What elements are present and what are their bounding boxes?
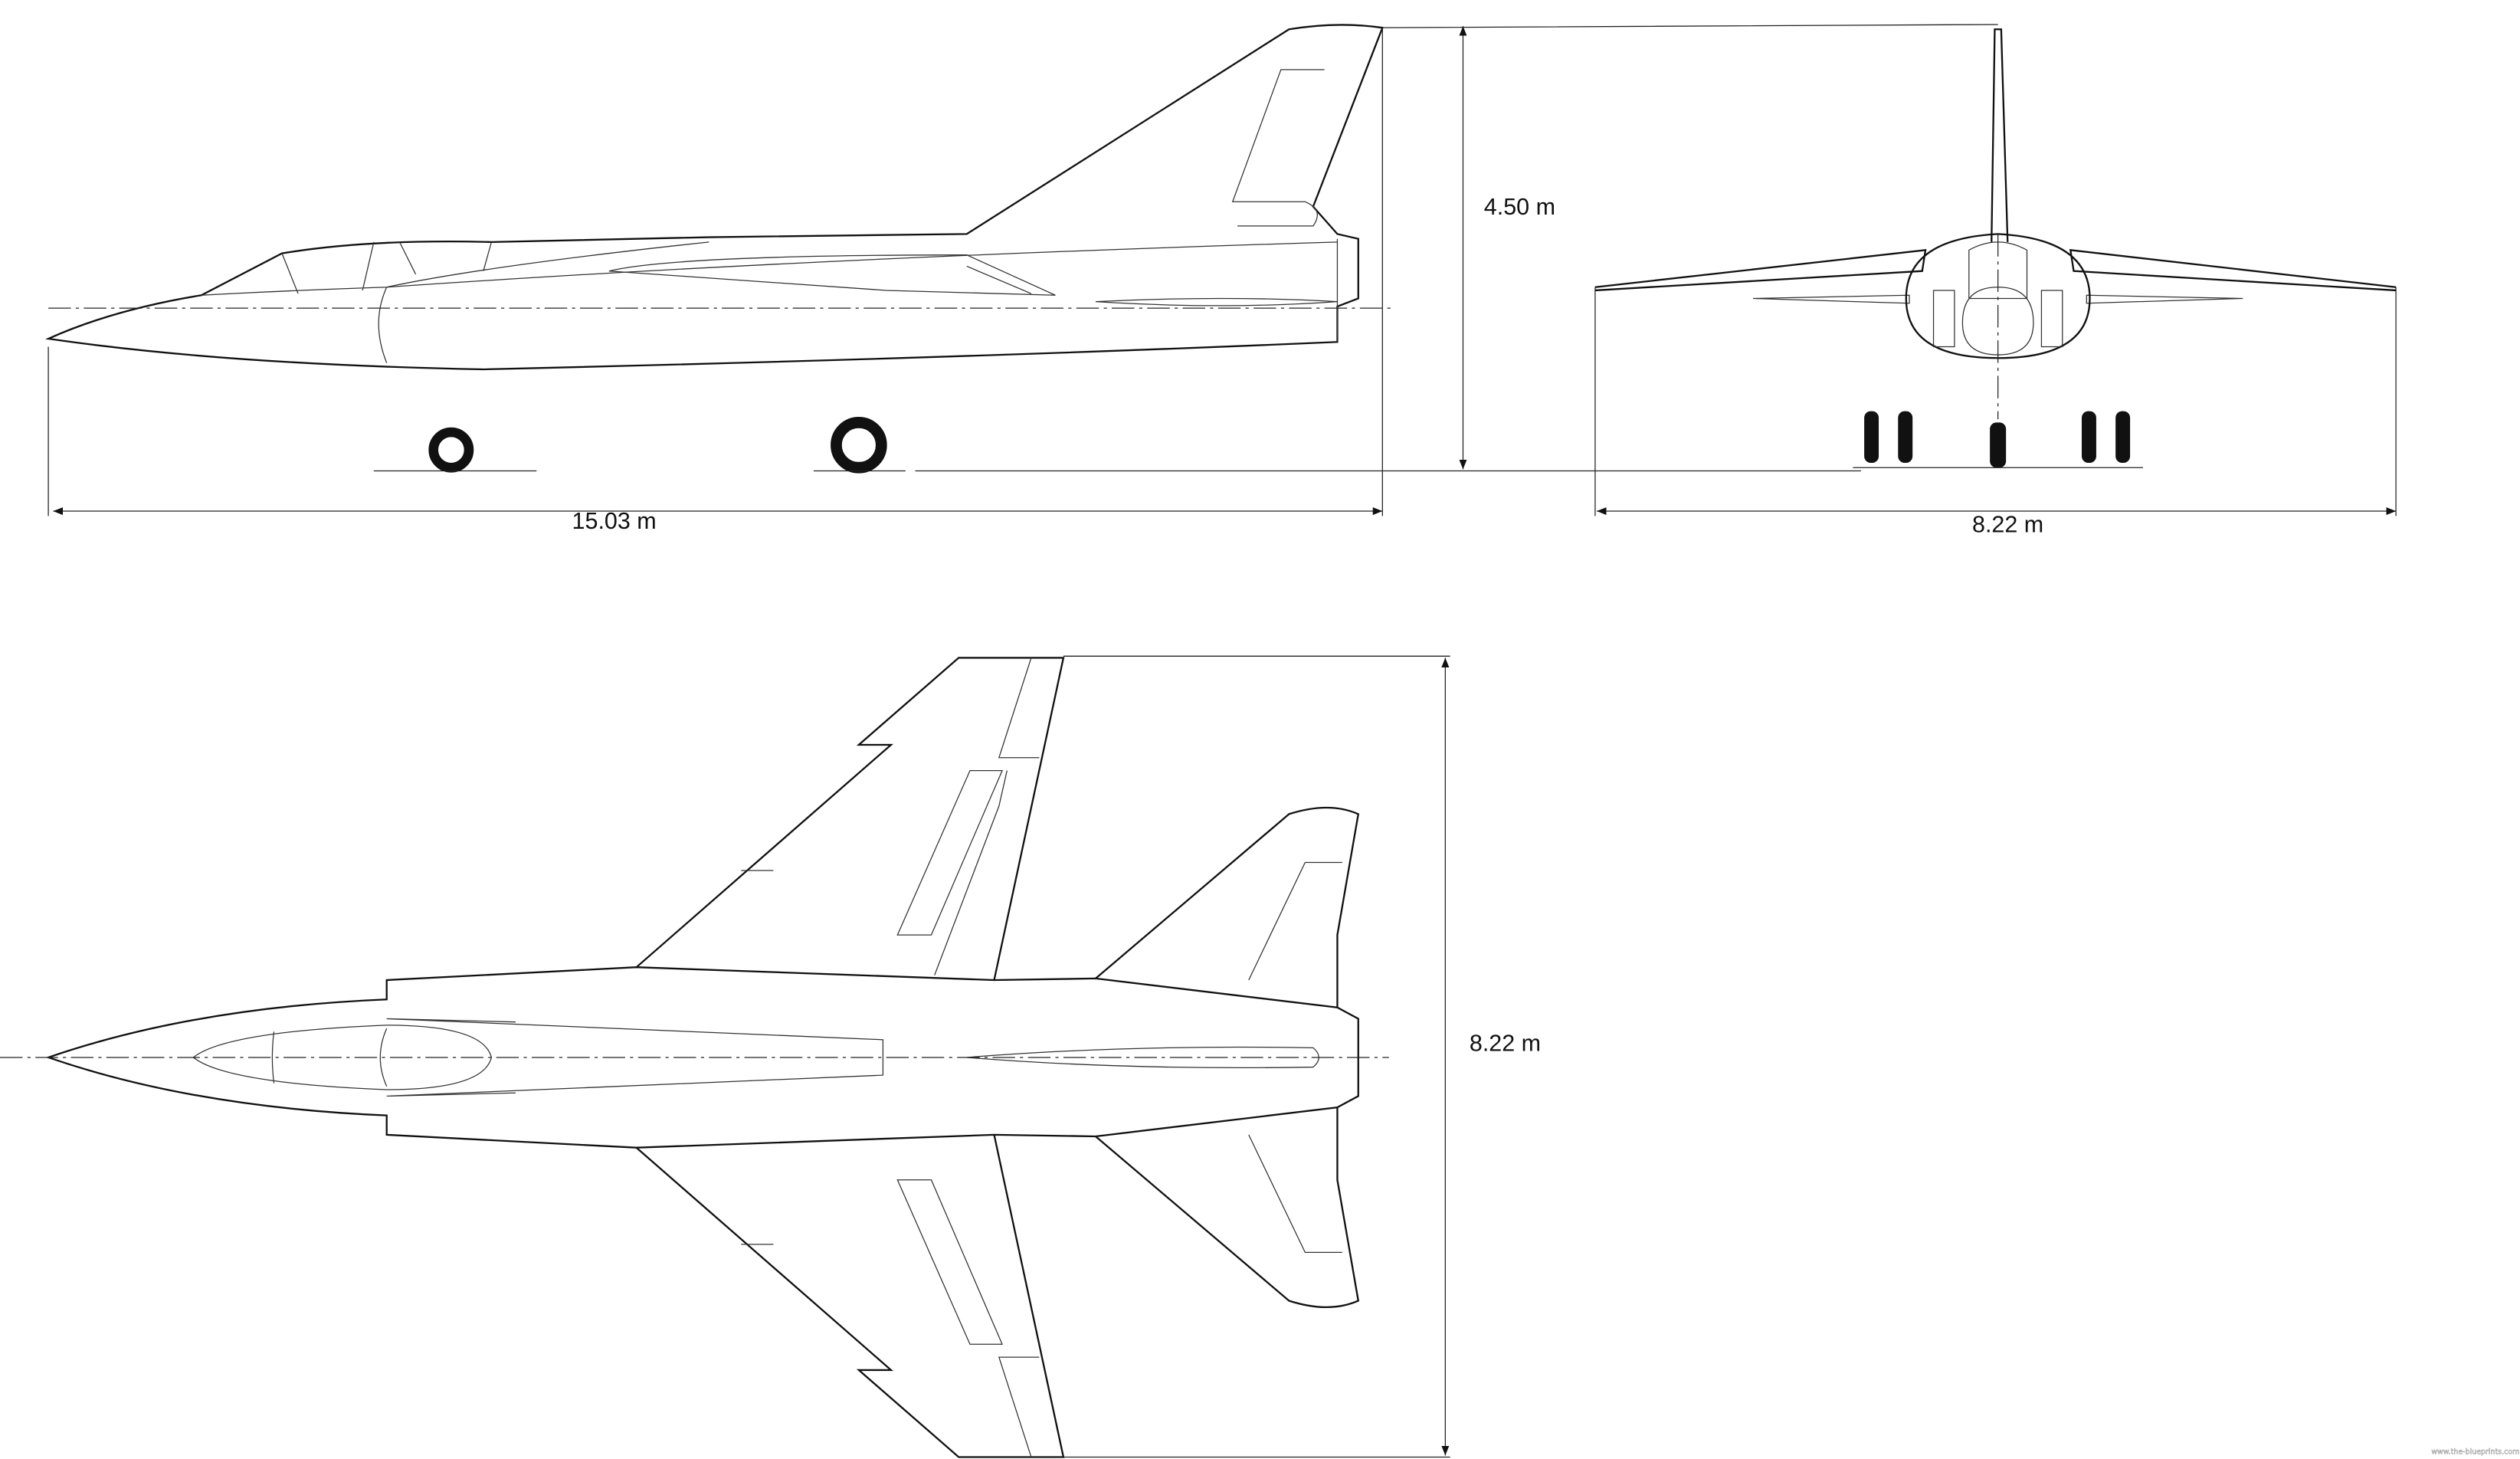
length-label: 15.03 m (572, 508, 657, 534)
top-tail-right (1095, 1107, 1360, 1309)
top-span-label: 8.22 m (1470, 1031, 1541, 1057)
top-control-surfaces (741, 657, 1342, 1457)
front-fuselage (1905, 233, 2091, 359)
side-fin-rudder (1095, 69, 1338, 307)
top-wing-left (635, 657, 1065, 981)
top-tail-left (1095, 806, 1360, 1008)
watermark: www.the-blueprints.com (2431, 1448, 2519, 1456)
top-view (0, 655, 1450, 1458)
dimension-lines (48, 26, 2397, 1456)
side-intake (378, 238, 1339, 363)
front-span-label: 8.22 m (1972, 511, 2043, 537)
top-wing-right (635, 1134, 1065, 1458)
side-view (44, 24, 2397, 516)
front-intakes (1932, 241, 2063, 356)
front-landing-gear (1864, 411, 2131, 468)
front-wings (1594, 249, 2397, 292)
front-fin (1991, 28, 2009, 242)
side-fuselage (44, 24, 1384, 371)
front-tailplanes (1752, 294, 2243, 304)
height-label: 4.50 m (1484, 194, 1555, 220)
main-wheel (831, 417, 887, 474)
front-view (1594, 28, 2397, 468)
nose-wheel (428, 427, 474, 473)
side-wing-root (608, 254, 1056, 296)
ground-lines (373, 24, 2397, 516)
side-canopy (201, 241, 709, 296)
top-canopy (192, 1018, 884, 1097)
